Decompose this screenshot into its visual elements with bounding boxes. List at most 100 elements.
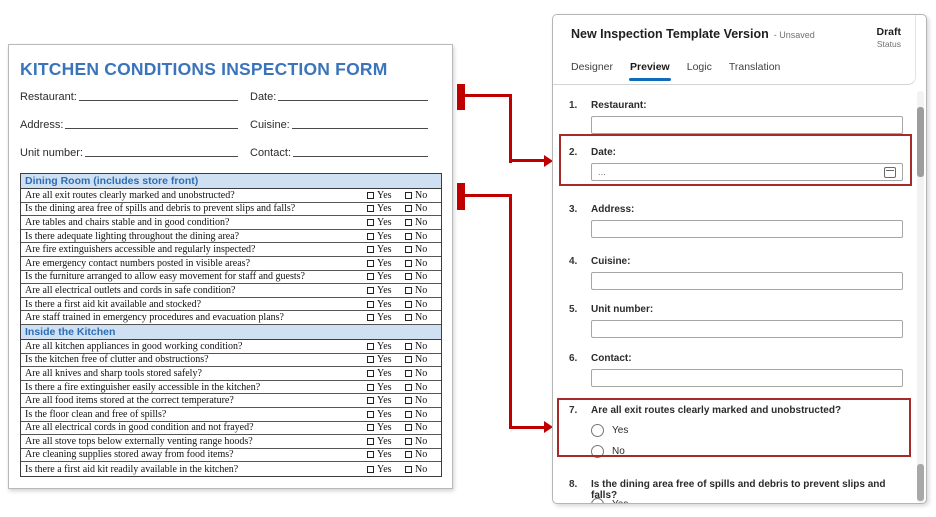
yes-checkbox[interactable] <box>367 246 374 254</box>
no-checkbox[interactable] <box>405 191 412 199</box>
no-checkbox[interactable] <box>405 342 412 350</box>
yes-option[interactable]: Yes <box>367 312 405 323</box>
no-checkbox[interactable] <box>405 259 412 267</box>
no-option[interactable]: No <box>405 312 441 323</box>
no-option[interactable]: No <box>405 244 441 255</box>
text-input[interactable] <box>591 116 903 134</box>
yes-option[interactable]: Yes <box>367 341 405 352</box>
no-option[interactable]: No <box>405 409 441 420</box>
no-option[interactable]: No <box>405 203 441 214</box>
no-option[interactable]: No <box>405 341 441 352</box>
radio-option-no[interactable]: No <box>591 445 625 458</box>
vertical-scrollbar-thumb[interactable] <box>917 107 924 177</box>
no-option[interactable]: No <box>405 436 441 447</box>
no-checkbox[interactable] <box>405 314 412 322</box>
yes-checkbox[interactable] <box>367 273 374 281</box>
vertical-scrollbar-bottom-segment[interactable] <box>917 464 924 501</box>
yes-checkbox[interactable] <box>367 342 374 350</box>
no-option[interactable]: No <box>405 217 441 228</box>
tab-designer[interactable]: Designer <box>571 61 614 73</box>
yes-option[interactable]: Yes <box>367 395 405 406</box>
no-checkbox[interactable] <box>405 356 412 364</box>
yes-checkbox[interactable] <box>367 286 374 294</box>
yes-option[interactable]: Yes <box>367 436 405 447</box>
yes-option[interactable]: Yes <box>367 217 405 228</box>
yes-checkbox[interactable] <box>367 383 374 391</box>
no-option[interactable]: No <box>405 449 441 460</box>
no-option[interactable]: No <box>405 271 441 282</box>
no-checkbox[interactable] <box>405 218 412 226</box>
yes-checkbox[interactable] <box>367 314 374 322</box>
no-option[interactable]: No <box>405 231 441 242</box>
no-checkbox[interactable] <box>405 424 412 432</box>
no-checkbox[interactable] <box>405 465 412 473</box>
no-checkbox[interactable] <box>405 300 412 308</box>
yes-checkbox[interactable] <box>367 451 374 459</box>
date-input[interactable]: ... <box>591 163 903 181</box>
radio-option-yes[interactable]: Yes <box>591 498 628 503</box>
tab-translation[interactable]: Translation <box>728 61 781 73</box>
text-input[interactable] <box>591 220 903 238</box>
text-input[interactable] <box>591 320 903 338</box>
yes-checkbox[interactable] <box>367 465 374 473</box>
yes-option[interactable]: Yes <box>367 422 405 433</box>
yes-option[interactable]: Yes <box>367 368 405 379</box>
no-checkbox[interactable] <box>405 273 412 281</box>
radio-button-icon[interactable] <box>591 445 604 458</box>
yes-checkbox[interactable] <box>367 191 374 199</box>
radio-button-icon[interactable] <box>591 424 604 437</box>
yes-checkbox[interactable] <box>367 410 374 418</box>
no-option[interactable]: No <box>405 299 441 310</box>
text-input[interactable] <box>591 272 903 290</box>
yes-checkbox[interactable] <box>367 300 374 308</box>
no-option[interactable]: No <box>405 395 441 406</box>
no-checkbox[interactable] <box>405 286 412 294</box>
yes-checkbox[interactable] <box>367 356 374 364</box>
yes-option[interactable]: Yes <box>367 203 405 214</box>
no-option[interactable]: No <box>405 382 441 393</box>
yes-option[interactable]: Yes <box>367 354 405 365</box>
yes-checkbox[interactable] <box>367 397 374 405</box>
vertical-scrollbar[interactable] <box>917 91 924 503</box>
yes-option[interactable]: Yes <box>367 190 405 201</box>
no-checkbox[interactable] <box>405 246 412 254</box>
no-checkbox[interactable] <box>405 410 412 418</box>
radio-option-yes[interactable]: Yes <box>591 424 628 437</box>
yes-checkbox[interactable] <box>367 232 374 240</box>
yes-checkbox[interactable] <box>367 369 374 377</box>
yes-option[interactable]: Yes <box>367 449 405 460</box>
yes-option[interactable]: Yes <box>367 464 405 475</box>
no-option[interactable]: No <box>405 354 441 365</box>
no-option[interactable]: No <box>405 285 441 296</box>
tab-logic[interactable]: Logic <box>686 61 712 73</box>
yes-option[interactable]: Yes <box>367 231 405 242</box>
yes-option[interactable]: Yes <box>367 271 405 282</box>
no-option[interactable]: No <box>405 190 441 201</box>
no-checkbox[interactable] <box>405 383 412 391</box>
tab-preview[interactable]: Preview <box>629 61 671 81</box>
no-option[interactable]: No <box>405 422 441 433</box>
no-checkbox[interactable] <box>405 397 412 405</box>
radio-button-icon[interactable] <box>591 498 604 503</box>
yes-option[interactable]: Yes <box>367 299 405 310</box>
yes-checkbox[interactable] <box>367 437 374 445</box>
yes-option[interactable]: Yes <box>367 382 405 393</box>
yes-checkbox[interactable] <box>367 424 374 432</box>
no-checkbox[interactable] <box>405 205 412 213</box>
yes-checkbox[interactable] <box>367 259 374 267</box>
no-option[interactable]: No <box>405 368 441 379</box>
yes-option[interactable]: Yes <box>367 285 405 296</box>
calendar-icon[interactable] <box>884 166 896 178</box>
no-checkbox[interactable] <box>405 451 412 459</box>
yes-checkbox[interactable] <box>367 205 374 213</box>
yes-checkbox[interactable] <box>367 218 374 226</box>
yes-option[interactable]: Yes <box>367 244 405 255</box>
no-checkbox[interactable] <box>405 232 412 240</box>
yes-option[interactable]: Yes <box>367 258 405 269</box>
no-checkbox[interactable] <box>405 437 412 445</box>
no-option[interactable]: No <box>405 464 441 475</box>
no-checkbox[interactable] <box>405 369 412 377</box>
yes-option[interactable]: Yes <box>367 409 405 420</box>
no-option[interactable]: No <box>405 258 441 269</box>
text-input[interactable] <box>591 369 903 387</box>
